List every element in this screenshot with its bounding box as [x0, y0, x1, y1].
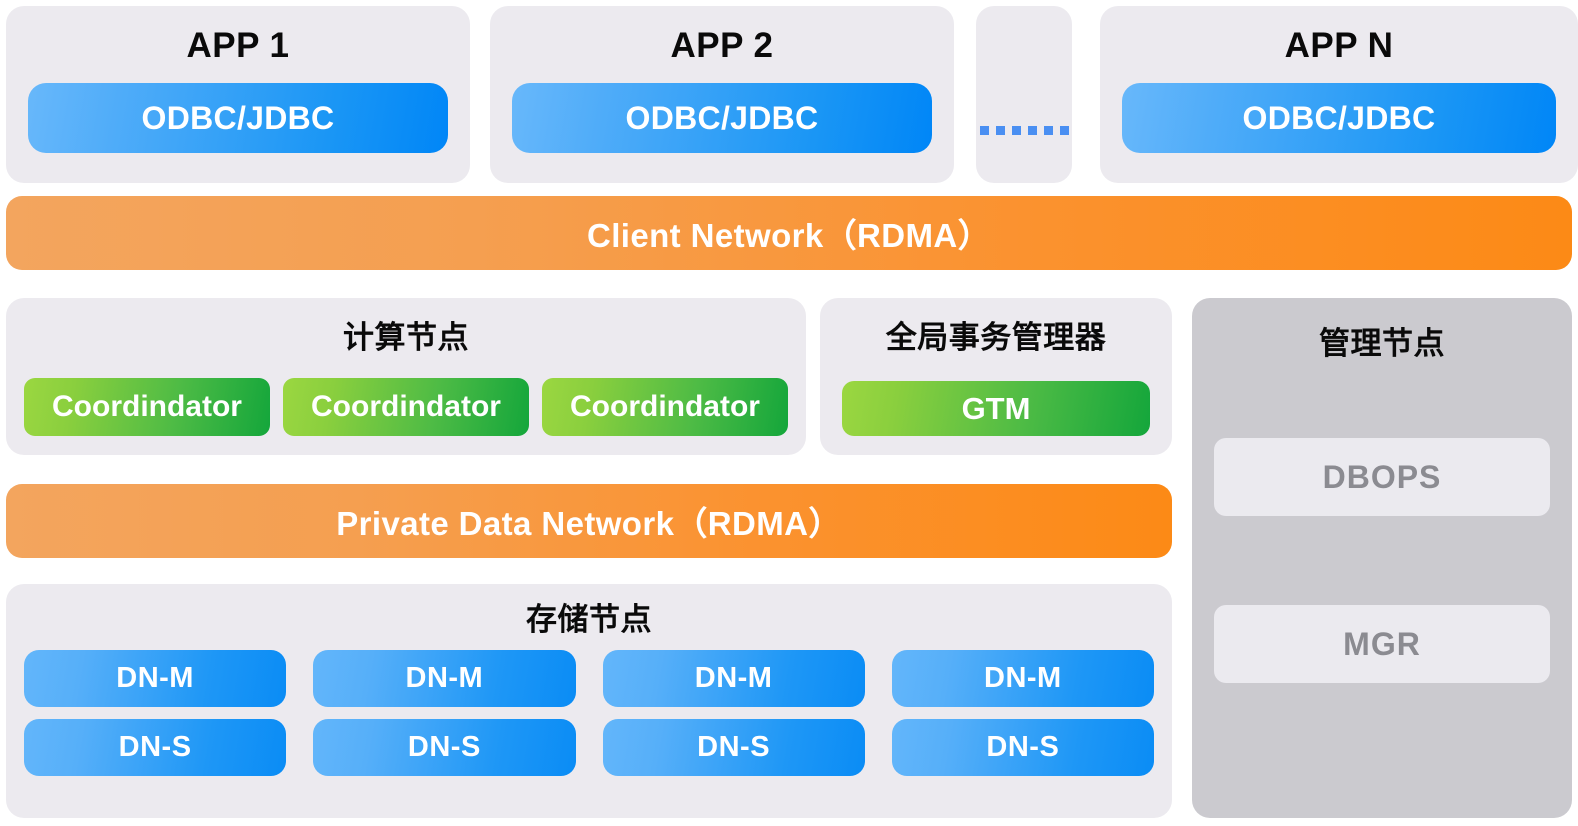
app-title-2: APP 2 [670, 26, 774, 65]
gtm-node-card[interactable]: 全局事务管理器 GTM [820, 298, 1172, 455]
datanode-master-chip-2[interactable]: DN-M [313, 650, 576, 707]
ellipsis-dot [979, 126, 989, 135]
datanode-slave-chip-3[interactable]: DN-S [602, 719, 865, 776]
odbc-jdbc-chip-1[interactable]: ODBC/JDBC [28, 83, 448, 153]
storage-node-card[interactable]: 存储节点 DN-M DN-S DN-M DN-S DN-M DN-S DN-M … [6, 584, 1172, 818]
app-title-1: APP 1 [186, 26, 290, 65]
datanode-slave-chip-4[interactable]: DN-S [891, 719, 1154, 776]
datanode-column-2: DN-M DN-S [313, 650, 576, 776]
compute-node-card[interactable]: 计算节点 Coordindator Coordindator Coordinda… [6, 298, 806, 455]
horizontal-dotted-ellipsis-icon [976, 126, 1072, 135]
gtm-chip[interactable]: GTM [842, 381, 1150, 436]
coordinator-chip-1[interactable]: Coordindator [24, 378, 270, 436]
client-network-bar[interactable]: Client Network（RDMA） [6, 196, 1572, 270]
datanode-column-1: DN-M DN-S [24, 650, 287, 776]
gtm-node-title: 全局事务管理器 [885, 320, 1107, 355]
dbops-chip[interactable]: DBOPS [1214, 438, 1550, 516]
coordinator-chip-2[interactable]: Coordindator [283, 378, 529, 436]
management-node-card[interactable]: 管理节点 DBOPS MGR [1192, 298, 1572, 818]
app-title-n: APP N [1284, 26, 1394, 65]
ellipsis-dot [1011, 126, 1021, 135]
mgr-chip[interactable]: MGR [1214, 605, 1550, 683]
datanode-slave-chip-2[interactable]: DN-S [313, 719, 576, 776]
ellipsis-dot [995, 126, 1005, 135]
app-card-1[interactable]: APP 1 ODBC/JDBC [6, 6, 470, 183]
odbc-jdbc-chip-n[interactable]: ODBC/JDBC [1122, 83, 1556, 153]
datanode-master-chip-3[interactable]: DN-M [602, 650, 865, 707]
ellipsis-dot [1043, 126, 1053, 135]
datanode-slave-chip-1[interactable]: DN-S [24, 719, 287, 776]
datanode-column-3: DN-M DN-S [602, 650, 865, 776]
compute-node-title: 计算节点 [343, 320, 469, 355]
datanode-column-4: DN-M DN-S [891, 650, 1154, 776]
datanode-master-chip-1[interactable]: DN-M [24, 650, 287, 707]
management-node-title: 管理节点 [1319, 326, 1445, 361]
app-ellipsis-card [976, 6, 1072, 183]
app-card-2[interactable]: APP 2 ODBC/JDBC [490, 6, 954, 183]
datanode-master-chip-4[interactable]: DN-M [891, 650, 1154, 707]
app-card-n[interactable]: APP N ODBC/JDBC [1100, 6, 1578, 183]
ellipsis-dot [1027, 126, 1037, 135]
private-data-network-bar[interactable]: Private Data Network（RDMA） [6, 484, 1172, 558]
coordinator-chip-3[interactable]: Coordindator [542, 378, 788, 436]
storage-node-title: 存储节点 [526, 602, 652, 637]
odbc-jdbc-chip-2[interactable]: ODBC/JDBC [512, 83, 932, 153]
coordinator-list: Coordindator Coordindator Coordindator [24, 378, 788, 436]
ellipsis-dot [1059, 126, 1069, 135]
datanode-grid: DN-M DN-S DN-M DN-S DN-M DN-S DN-M DN-S [24, 650, 1154, 776]
